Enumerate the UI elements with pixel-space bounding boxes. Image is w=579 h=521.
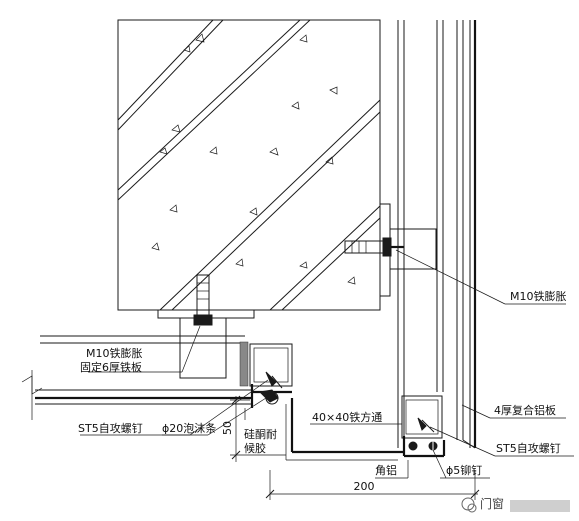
right-bolt-nut xyxy=(382,237,392,257)
watermark-text: 门窗 xyxy=(480,496,504,511)
label-tube: 40×40铁方通 xyxy=(312,410,382,424)
hatch-line xyxy=(269,205,381,311)
label-foam: ϕ20泡沫条 xyxy=(162,421,216,435)
screw-head xyxy=(417,417,427,431)
hatch-line xyxy=(117,19,224,131)
aggregate-marks xyxy=(151,33,356,285)
hatch-line xyxy=(117,19,311,201)
left-lower-tube xyxy=(249,343,293,408)
bottom-bolt-nut xyxy=(193,314,213,326)
leader-lines xyxy=(80,249,574,479)
right-bracket xyxy=(389,228,437,270)
l-panel xyxy=(285,398,404,461)
concrete-column xyxy=(117,19,381,311)
right-anchor xyxy=(344,203,437,297)
hatch-line xyxy=(117,19,301,191)
screw-head-left xyxy=(265,371,277,387)
label-st5-left: ST5自攻螺钉 xyxy=(78,421,143,435)
sealant-strip xyxy=(239,341,249,387)
label-st5-right: ST5自攻螺钉 xyxy=(496,441,561,455)
square-tube xyxy=(401,395,443,439)
hatch-line xyxy=(117,19,214,121)
break-line xyxy=(21,375,43,395)
label-sealant-2: 候胶 xyxy=(244,441,266,455)
rivet-left xyxy=(408,441,418,451)
bottom-bracket xyxy=(179,317,227,379)
label-m10-left-2: 固定6厚铁板 xyxy=(80,360,142,374)
watermark: 门窗 xyxy=(461,496,570,513)
bottom-anchor xyxy=(157,274,255,379)
right-framing xyxy=(397,20,477,449)
square-tube-left xyxy=(249,343,293,387)
soffit-panel xyxy=(21,335,252,420)
dimension-200: 200 xyxy=(265,470,480,500)
right-bolt-shank xyxy=(344,240,386,254)
hatch-line xyxy=(281,217,381,311)
label-angle: 角铝 xyxy=(375,463,397,477)
label-panel: 4厚复合铝板 xyxy=(494,403,556,417)
label-m10-right: M10铁膨胀 xyxy=(510,289,567,303)
hatch-line xyxy=(159,99,381,311)
dim-200-text: 200 xyxy=(354,480,375,493)
dim-50-text: 50 xyxy=(221,421,234,435)
label-rivet: ϕ5铆钉 xyxy=(446,463,482,477)
column-outline xyxy=(117,19,381,311)
label-sealant-1: 硅酮耐 xyxy=(244,428,277,441)
label-m10-left-1: M10铁膨胀 xyxy=(86,346,143,360)
hatch-line xyxy=(171,111,381,311)
lower-right-tube xyxy=(401,395,446,458)
